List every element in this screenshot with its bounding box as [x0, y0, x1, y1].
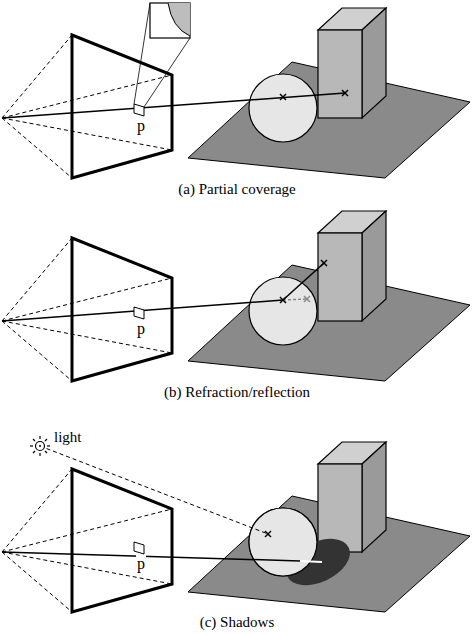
pixel-label: p	[136, 320, 146, 338]
panel-c	[2, 436, 470, 612]
panel-b	[2, 211, 470, 381]
caption: (a) Partial coverage	[178, 181, 295, 198]
pixel-label: p	[136, 117, 146, 135]
light-symbol	[30, 436, 50, 456]
caption: (c) Shadows	[200, 614, 275, 631]
caption: (b) Refraction/reflection	[164, 384, 310, 401]
panel-a	[2, 3, 470, 178]
pixel-label: p	[136, 555, 146, 573]
light-label: light	[54, 429, 82, 446]
